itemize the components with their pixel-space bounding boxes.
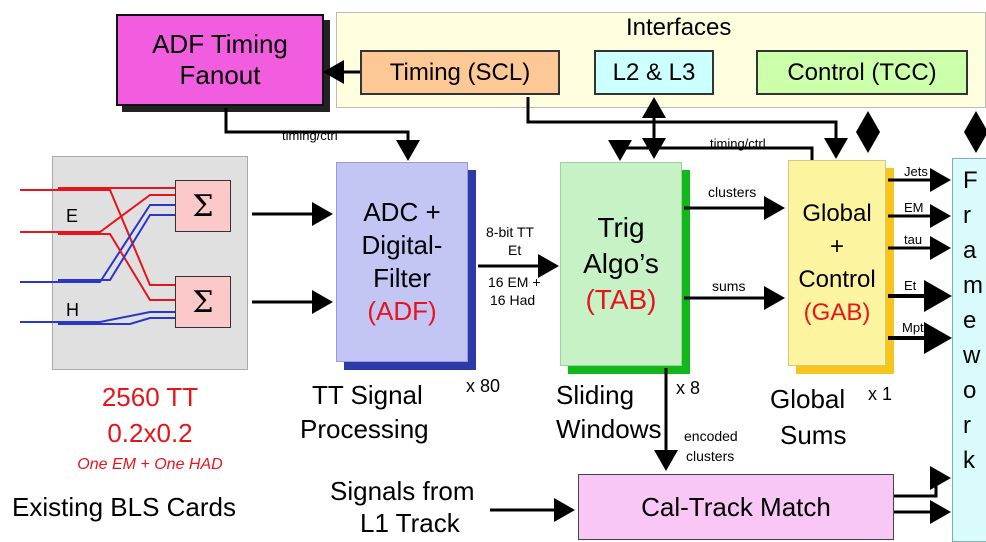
bls-granularity: 0.2x0.2 [107,418,193,448]
caltrack-to-framework [894,466,951,498]
timing-ctrl-to-tab [608,140,814,161]
em-had-label-1: 16 EM + [488,274,541,290]
framework-letter: r [963,412,971,439]
encoded-label-1: encoded [684,428,738,444]
timing-to-gab [526,97,848,159]
clusters-label: clusters [708,184,757,200]
tab-box: Trig Algo’s (TAB) [560,162,682,366]
interfaces-title: Interfaces [626,14,732,41]
tab-line2: Algo’s [583,248,659,279]
gab-multiplier: x 1 [868,384,893,404]
gab-line3: Control [798,266,876,293]
framework-letters: F r a m e w o r k [963,163,983,478]
bls-count: 2560 TT [101,382,199,412]
em-had-label-2: 16 Had [490,292,536,308]
framework-letter: o [963,377,977,404]
gab-caption1: Global [770,384,846,414]
mpt-label: Mpt [902,320,924,335]
framework-letter: r [963,202,971,229]
gab-caption2: Sums [780,420,847,450]
tab-line3: (TAB) [585,284,657,315]
gab-line2: + [829,233,844,260]
et-label: Et [904,278,917,293]
adf-multiplier: x 80 [466,376,501,396]
framework-letter: F [963,167,978,194]
framework-box: F r a m e w o r k [952,158,986,542]
framework-letter: k [963,447,975,474]
fanout-line1: ADF Timing [152,29,288,59]
control-tcc-box: Control (TCC) [756,50,968,95]
tab-multiplier: x 8 [676,378,701,398]
l1track-line1: Signals from [330,476,475,506]
l1track-line2: L1 Track [360,508,460,538]
adf-box: ADC + Digital- Filter (ADF) [336,162,468,362]
tab-caption2: Windows [556,414,662,444]
framework-letter: e [963,307,977,334]
l2-l3-box: L2 & L3 [594,50,714,95]
sums-label: sums [712,278,746,294]
eight-bit-label-2: Et [508,242,522,258]
fanout-line2: Fanout [179,60,261,90]
em-label: EM [904,200,924,215]
adf-timing-fanout-box: ADF Timing Fanout [116,14,324,106]
fanout-to-adf [224,108,420,161]
bls-input-wires [20,187,175,325]
gab-line1: Global [802,200,872,227]
adf-caption1: TT Signal [312,380,423,410]
bls-caption: Existing BLS Cards [12,492,236,522]
adf-line1: ADC + [363,197,441,227]
framework-letter: m [963,272,983,299]
tab-caption1: Sliding [556,380,635,410]
gab-line4: (GAB) [803,299,871,326]
timing-scl-box: Timing (SCL) [360,50,560,95]
tau-label: tau [904,232,923,247]
adf-caption2: Processing [300,414,429,444]
jets-label: Jets [904,164,928,179]
gab-box: Global + Control (GAB) [788,160,886,366]
encoded-label-2: clusters [686,448,735,464]
adf-line4: (ADF) [367,296,437,326]
tab-line1: Trig [597,212,645,243]
cal-track-match-box: Cal-Track Match [578,474,894,540]
eight-bit-label-1: 8-bit TT [486,224,534,240]
label-e: E [66,206,79,226]
sigma-bottom: Σ [175,276,231,328]
adf-line2: Digital- [361,230,443,260]
bls-detail: One EM + One HAD [77,456,223,473]
label-h: H [66,300,79,320]
framework-letter: a [963,237,977,264]
sigma-top: Σ [175,180,231,232]
framework-letter: w [963,342,981,369]
adf-line3: Filter [373,263,431,293]
